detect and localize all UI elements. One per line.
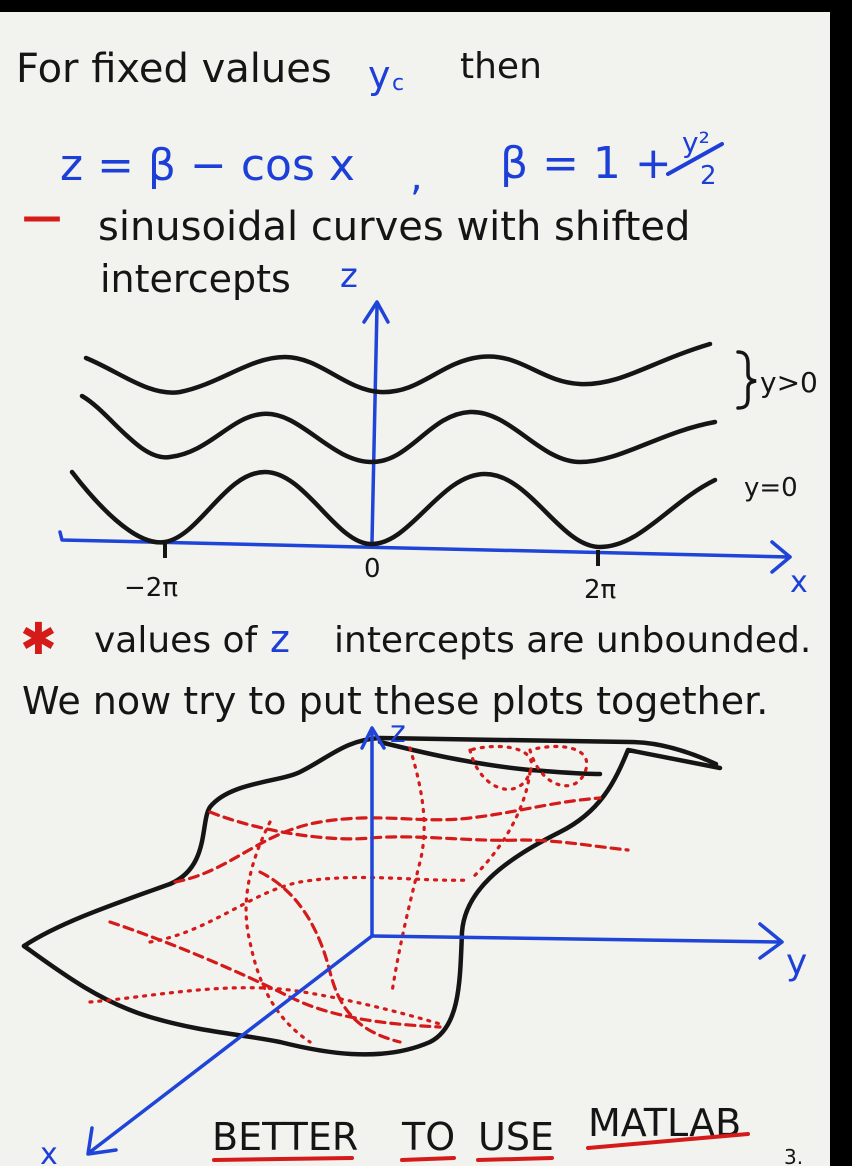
curve-y-zero: [69, 469, 718, 550]
tick-label-2pi: 2π: [584, 575, 616, 605]
surface-top-edge: [21, 735, 719, 949]
tick-label-zero: 0: [364, 554, 381, 584]
underline-to: [400, 1156, 456, 1162]
line-fixed-values: For fixed values y c then: [16, 46, 542, 97]
red-curve-vertical-1: [390, 746, 426, 994]
curve-label-y-zero: y=0: [744, 473, 798, 503]
then-word: then: [460, 46, 542, 87]
x-axis-arrowhead: [770, 540, 792, 574]
equation-z: z = β − cos x: [60, 140, 355, 191]
line5a-text: values of: [94, 620, 259, 661]
x-axis-3d-arrowhead: [86, 1126, 118, 1156]
footer-use: USE: [478, 1115, 554, 1159]
plot-2d: z x −2π 0 2π y>0 y=0: [58, 256, 818, 605]
tick-label-neg-2pi: −2π: [124, 573, 178, 603]
line5b-z: z: [270, 617, 290, 661]
red-dash-bullet: —: [22, 194, 62, 240]
z-axis-label-3d: z: [390, 715, 406, 750]
equation-beta: β = 1 +: [500, 138, 672, 189]
equation-line: z = β − cos x , β = 1 + y² 2: [60, 126, 724, 200]
equation-comma: ,: [410, 154, 423, 200]
brace-y-positive: [736, 350, 757, 410]
y-axis-3d: [370, 934, 782, 944]
red-cross-section-4: [148, 875, 472, 944]
red-cross-section-1: [208, 810, 630, 852]
red-long-curve-1: [173, 796, 602, 884]
red-long-curve-2: [258, 870, 402, 1044]
red-cross-section-3: [88, 986, 442, 1026]
y-axis-3d-arrowhead: [758, 922, 784, 960]
handwritten-notes: For fixed values y c then z = β − cos x …: [16, 46, 818, 1166]
z-axis-3d-arrowhead: [360, 726, 386, 750]
unbounded-note: ✱ values of z intercepts are unbounded. …: [20, 614, 811, 723]
surface-inner-ridge: [377, 739, 603, 777]
sinusoidal-note: — sinusoidal curves with shifted interce…: [22, 194, 690, 301]
z-axis-arrowhead: [362, 300, 390, 324]
z-axis-label-2d: z: [340, 256, 358, 296]
brace-label-y-positive: y>0: [760, 366, 818, 399]
red-curve-vertical-3: [468, 770, 532, 882]
x-axis-label-2d: x: [790, 565, 808, 600]
equation-denominator: 2: [700, 161, 717, 191]
var-y-sub: c: [392, 71, 404, 96]
line4-text: intercepts: [100, 257, 291, 301]
line5c-text: intercepts are unbounded.: [334, 620, 811, 661]
underline-matlab: [586, 1132, 750, 1150]
plot-3d: z y x: [21, 715, 807, 1166]
z-axis-2d: [370, 305, 379, 544]
y-axis-label-3d: y: [786, 942, 807, 983]
curve-y-positive-top: [83, 341, 713, 395]
underline-use: [476, 1156, 554, 1162]
underline-better: [212, 1156, 354, 1162]
var-y: y: [368, 53, 391, 97]
x-axis-3d: [88, 934, 374, 1154]
red-star-bullet: ✱: [20, 614, 57, 665]
footer-note: BETTER TO USE MATLAB 3.: [212, 1101, 803, 1166]
footer-to: TO: [401, 1115, 455, 1159]
curve-y-positive-middle: [79, 393, 718, 465]
line1-text: For fixed values: [16, 46, 332, 92]
x-axis-label-3d: x: [40, 1137, 58, 1166]
footer-better: BETTER: [212, 1115, 358, 1159]
notebook-page: For fixed values y c then z = β − cos x …: [0, 12, 830, 1166]
line3-text: sinusoidal curves with shifted: [98, 204, 690, 250]
line6-text: We now try to put these plots together.: [22, 679, 768, 723]
x-axis-2d: [58, 530, 792, 559]
surface-outline: [21, 747, 723, 1057]
page-number: 3.: [784, 1145, 803, 1166]
red-loop-2: [528, 744, 589, 788]
fraction-slash: [666, 142, 724, 176]
